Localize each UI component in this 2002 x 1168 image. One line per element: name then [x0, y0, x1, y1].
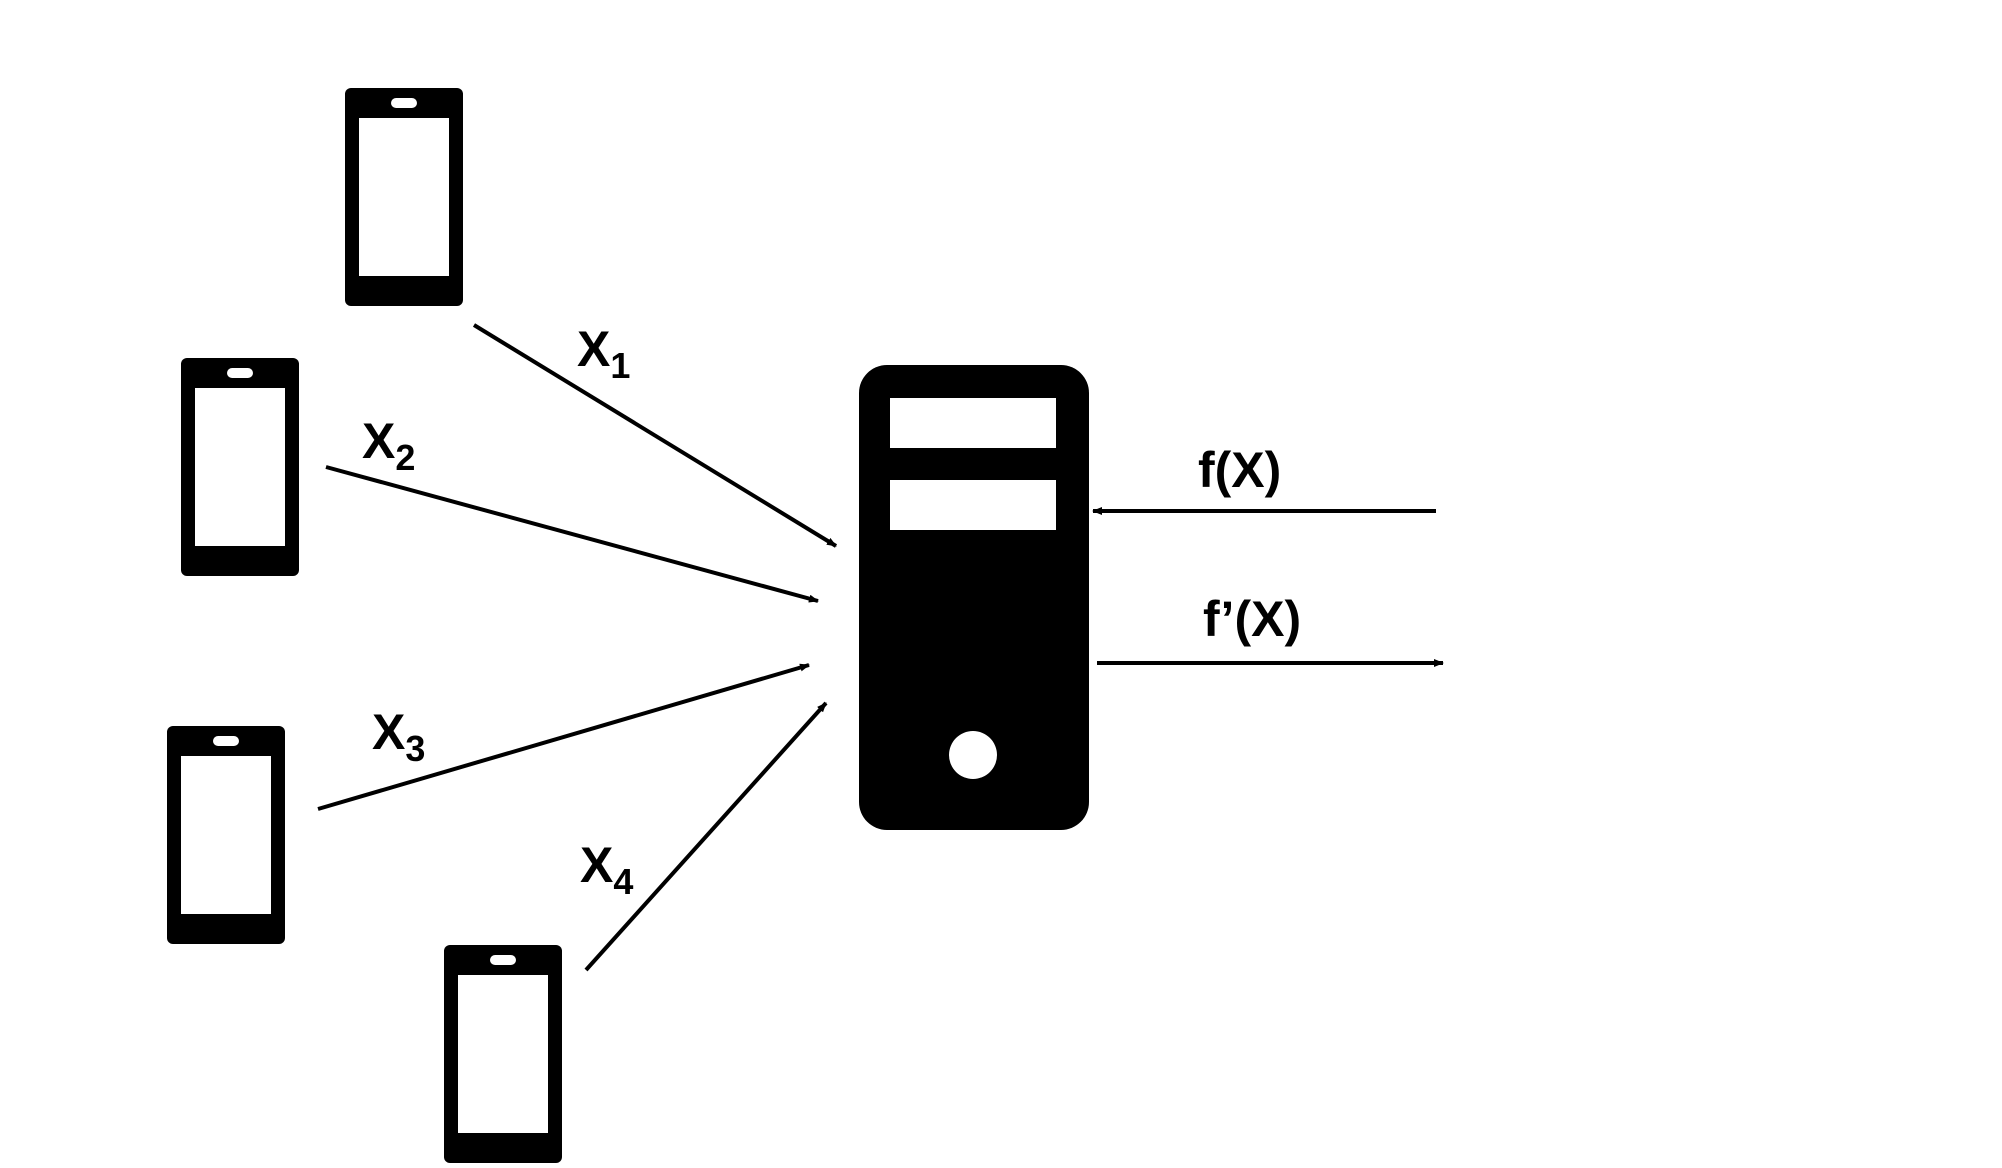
client-3-arrow	[317, 663, 810, 811]
smartphone-icon	[167, 726, 285, 944]
client-2-arrow	[325, 465, 819, 603]
client-4-label: X4	[580, 837, 633, 902]
server-tower-icon	[859, 365, 1089, 830]
smartphone-icon	[345, 88, 463, 306]
client-1-arrow	[472, 323, 838, 548]
smartphone-icon	[181, 358, 299, 576]
client-3-label: X3	[372, 704, 425, 769]
server-input-label: f(X)	[1198, 442, 1281, 498]
smartphone-icon	[444, 945, 562, 1163]
server-output-label: f’(X)	[1203, 591, 1301, 647]
client-1-label: X1	[577, 321, 630, 386]
client-4-arrow	[584, 701, 828, 972]
client-2-label: X2	[362, 413, 415, 478]
